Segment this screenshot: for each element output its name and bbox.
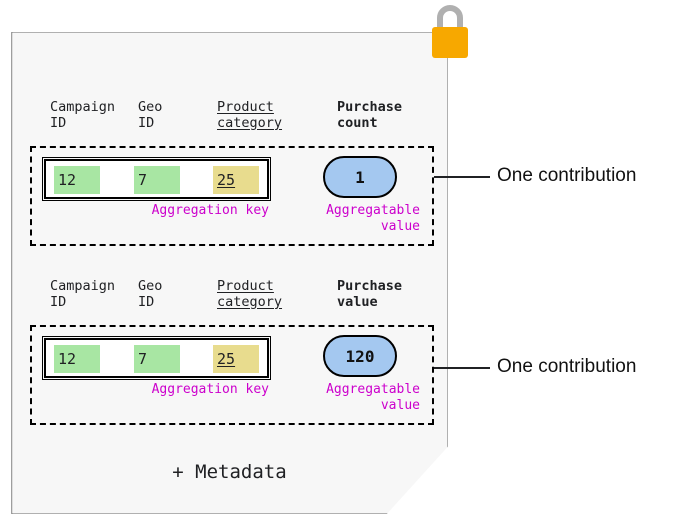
aggregation-key-box-1: 12 7 25 — [42, 157, 271, 201]
contribution-2: 12 7 25 120 Aggregation key Aggregatable… — [30, 325, 434, 425]
key-chip-geo-id-1: 7 — [134, 166, 180, 194]
aggregatable-value-pill-1: 1 — [323, 156, 397, 198]
key-chip-geo-id-2: 7 — [134, 345, 180, 373]
key-chip-product-category-1: 25 — [213, 166, 259, 194]
header-product-category: Product category — [217, 99, 283, 131]
callout-leader-line-1 — [434, 176, 490, 178]
aggregation-key-box-2: 12 7 25 — [42, 336, 271, 380]
contribution-2-outline — [30, 325, 434, 425]
contribution-1: 12 7 25 1 Aggregation key Aggregatable v… — [30, 146, 434, 246]
column-headers-contribution-1: Campaign ID Geo ID Product category Purc… — [50, 99, 440, 142]
callout-label-2: One contribution — [497, 356, 637, 377]
header-geo-id-2: Geo ID — [138, 278, 163, 310]
annotation-aggregation-key-2: Aggregation key — [151, 382, 269, 397]
contribution-1-outline — [30, 146, 434, 246]
lock-icon — [428, 3, 472, 61]
header-product-category-2: Product category — [217, 278, 283, 310]
header-geo-id: Geo ID — [138, 99, 163, 131]
header-purchase-count: Purchase count — [337, 99, 403, 131]
key-chip-product-category-2: 25 — [213, 345, 259, 373]
annotation-aggregatable-value-1: Aggregatable value — [326, 203, 420, 234]
aggregatable-report-card — [11, 32, 448, 514]
annotation-aggregatable-value-2: Aggregatable value — [326, 382, 420, 413]
header-campaign-id: Campaign ID — [50, 99, 116, 131]
header-purchase-value: Purchase value — [337, 278, 403, 310]
column-headers-contribution-2: Campaign ID Geo ID Product category Purc… — [50, 278, 440, 321]
header-campaign-id-2: Campaign ID — [50, 278, 116, 310]
metadata-label: + Metadata — [172, 461, 287, 483]
aggregatable-value-pill-2: 120 — [323, 335, 397, 377]
annotation-aggregation-key-1: Aggregation key — [151, 203, 269, 218]
callout-label-1: One contribution — [497, 165, 637, 186]
key-chip-campaign-id-1: 12 — [54, 166, 100, 194]
callout-leader-line-2 — [434, 367, 490, 369]
key-chip-campaign-id-2: 12 — [54, 345, 100, 373]
